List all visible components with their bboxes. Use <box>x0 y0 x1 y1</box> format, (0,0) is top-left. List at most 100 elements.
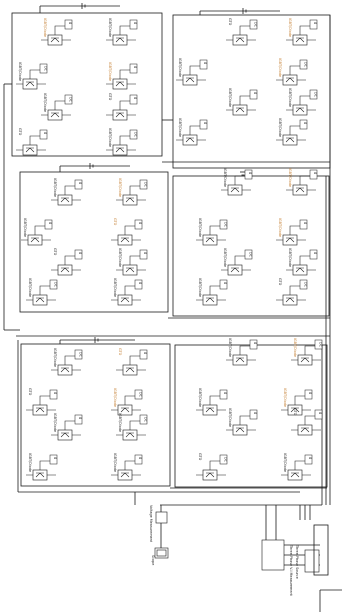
switch-cell: DC IGBT/Diode <box>286 88 318 116</box>
diode-icon <box>25 81 35 87</box>
svg-text:GTO: GTO <box>28 388 32 396</box>
svg-text:IGBT/Diode: IGBT/Diode <box>288 88 292 107</box>
diode-icon <box>125 197 135 203</box>
gate-tag <box>134 279 143 290</box>
gate-tag <box>299 219 308 230</box>
svg-text:GTO: GTO <box>228 18 232 26</box>
diode-icon <box>285 297 295 303</box>
svg-text:DC: DC <box>314 92 318 98</box>
svg-text:IGBT/Diode: IGBT/Diode <box>28 453 32 472</box>
diode-icon <box>295 267 305 273</box>
igbt-block <box>112 78 128 90</box>
scope-group <box>154 505 169 559</box>
diode-icon <box>35 407 45 413</box>
igbt-block <box>32 469 48 481</box>
gate-tag <box>249 339 258 350</box>
scope-screen <box>156 549 167 557</box>
svg-text:IGBT/Diode: IGBT/Diode <box>28 278 32 297</box>
gate-tag <box>44 219 53 230</box>
gate-tag <box>219 219 228 230</box>
gate-tag <box>244 169 253 180</box>
igbt-block <box>122 194 138 206</box>
gate-tag <box>309 89 318 100</box>
diode-icon <box>290 407 300 413</box>
svg-text:g: g <box>254 412 258 414</box>
gate-tag <box>249 409 258 420</box>
igbt-block <box>232 34 248 46</box>
gate-tag <box>129 63 138 74</box>
module-left-1 <box>11 12 163 157</box>
svg-text:GTO: GTO <box>278 278 282 286</box>
igbt-block <box>282 234 298 246</box>
svg-text:IGBT/Diode: IGBT/Diode <box>278 218 282 237</box>
igbt-block <box>202 234 218 246</box>
svg-text:g: g <box>309 457 313 459</box>
igbt-block <box>117 469 133 481</box>
svg-text:g: g <box>314 252 318 254</box>
igbt-block <box>182 74 198 86</box>
svg-text:IGBT/Diode: IGBT/Diode <box>113 278 117 297</box>
diode-icon <box>205 407 215 413</box>
svg-text:g: g <box>44 132 48 134</box>
svg-text:IGBT/Diode: IGBT/Diode <box>288 168 292 187</box>
diode-icon <box>30 237 40 243</box>
svg-text:IGBT/Diode: IGBT/Diode <box>198 278 202 297</box>
gate-tag <box>304 389 313 400</box>
svg-text:IGBT/Diode: IGBT/Diode <box>223 248 227 267</box>
igbt-block <box>57 264 73 276</box>
three-phase-source <box>261 505 342 612</box>
svg-text:GTO: GTO <box>293 408 297 416</box>
igbt-block <box>292 184 308 196</box>
svg-text:g: g <box>314 172 318 174</box>
switch-cell: DC GTO <box>226 18 258 46</box>
igbt-block <box>32 404 48 416</box>
diode-icon <box>60 267 70 273</box>
source-label: Three-Phase V-I Measurement <box>289 544 293 597</box>
diode-icon <box>60 432 70 438</box>
load-block <box>313 524 329 576</box>
svg-text:IGBT/Diode: IGBT/Diode <box>288 248 292 267</box>
igbt-block <box>22 144 38 156</box>
igbt-block <box>282 294 298 306</box>
diode-icon <box>125 367 135 373</box>
svg-text:DC: DC <box>254 22 258 28</box>
module-outlines <box>11 12 331 488</box>
igbt-block <box>292 264 308 276</box>
svg-text:IGBT/Diode: IGBT/Diode <box>178 58 182 77</box>
gate-tag <box>49 389 58 400</box>
svg-text:DC: DC <box>249 252 253 258</box>
diode-icon <box>185 77 195 83</box>
diode-icon <box>295 187 305 193</box>
svg-text:DC: DC <box>79 352 83 358</box>
gate-tag <box>304 454 313 465</box>
igbt-block <box>57 429 73 441</box>
gate-tag <box>49 279 58 290</box>
svg-text:g: g <box>249 172 253 174</box>
gate-tag <box>299 279 308 290</box>
diode-icon <box>50 112 60 118</box>
svg-text:g: g <box>79 182 83 184</box>
svg-text:g: g <box>144 252 148 254</box>
svg-text:IGBT/Diode: IGBT/Diode <box>118 413 122 432</box>
diode-icon <box>295 107 305 113</box>
igbt-block <box>117 234 133 246</box>
diode-icon <box>120 472 130 478</box>
svg-text:DC: DC <box>224 457 228 463</box>
